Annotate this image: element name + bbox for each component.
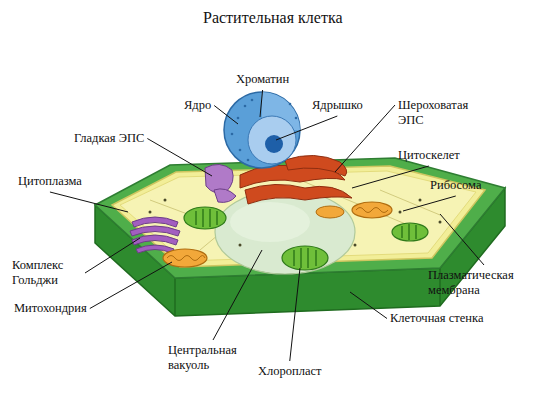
leader-line: [50, 192, 128, 212]
part-label: Комплекс Гольджи: [12, 258, 82, 288]
leader-line: [214, 106, 238, 125]
part-label: Ядро: [184, 98, 211, 113]
leader-line: [90, 262, 172, 309]
part-label: Цитоскелет: [398, 148, 460, 163]
leader-line: [290, 268, 300, 361]
part-label: Центральная вакуоль: [168, 343, 258, 373]
leader-line: [352, 166, 429, 188]
diagram-title: Растительная клетка: [203, 9, 343, 27]
part-label: Шероховатая ЭПС: [398, 98, 482, 128]
part-label: Клеточная стенка: [390, 311, 483, 326]
leader-line: [350, 292, 387, 319]
leader-line: [335, 105, 395, 172]
part-label: Цитоплазма: [18, 174, 82, 189]
part-label: Плазматическая мембрана: [428, 268, 540, 298]
leader-line: [147, 139, 212, 177]
part-label: Хроматин: [236, 72, 289, 87]
leader-line: [260, 90, 263, 117]
part-label: Ядрышко: [312, 98, 363, 113]
part-label: Гладкая ЭПС: [74, 131, 144, 146]
part-label: Хлоропласт: [258, 364, 322, 379]
leader-line: [85, 238, 140, 273]
leader-line: [403, 196, 456, 211]
part-label: Рибосома: [430, 178, 482, 193]
leader-line: [213, 250, 262, 340]
part-label: Митохондрия: [14, 301, 87, 316]
leader-line: [440, 214, 484, 265]
leader-line: [276, 116, 337, 140]
